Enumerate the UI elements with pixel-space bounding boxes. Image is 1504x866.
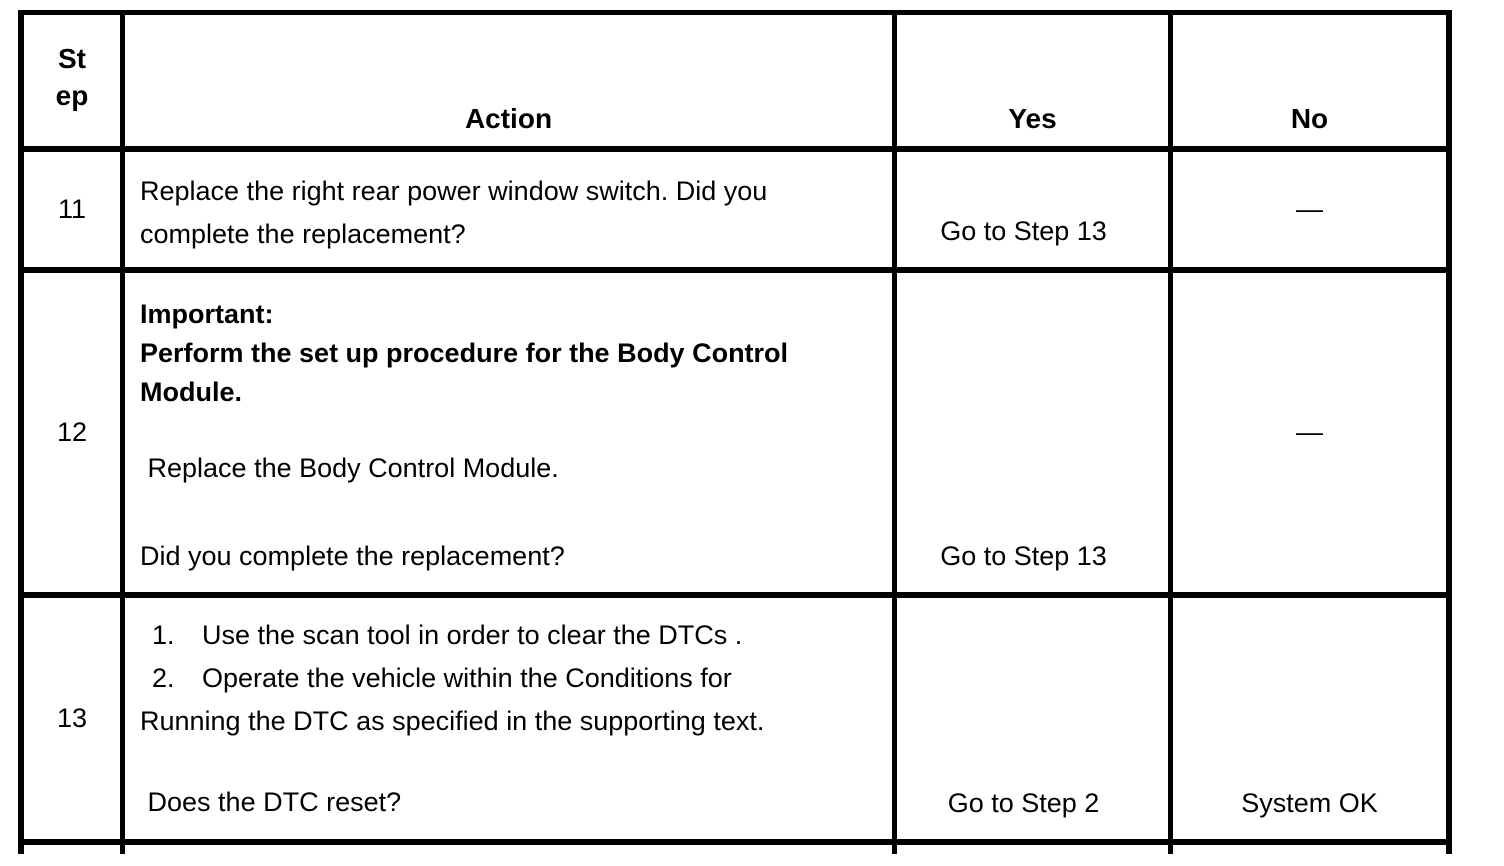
no-cell-11: — — [1173, 152, 1446, 273]
step-number-cell-11: 11 — [24, 152, 125, 273]
numbered-list-item: 1. Use the scan tool in order to clear th… — [140, 614, 882, 657]
action-cell-13: 1. Use the scan tool in order to clear th… — [125, 598, 897, 845]
question-text: Does the DTC reset? — [140, 787, 402, 817]
step-header-line1: St — [58, 42, 86, 74]
important-label: Important: — [140, 299, 274, 329]
blank-line — [140, 743, 882, 781]
action-text-line: Replace the right rear power window swit… — [140, 175, 768, 206]
action-header-label: Action — [464, 103, 553, 134]
column-header-step: St ep — [24, 15, 125, 152]
no-value-13: System OK — [1241, 788, 1378, 818]
list-item-text: Use the scan tool in order to clear the … — [202, 620, 743, 650]
step-number-12: 12 — [56, 417, 88, 447]
cutoff-row-cell — [125, 845, 897, 854]
blank-line — [140, 412, 882, 447]
list-item-number: 2. — [152, 663, 175, 693]
important-text-line: Module. — [140, 377, 242, 407]
list-item-number: 1. — [152, 620, 175, 650]
step-number-cell-13: 13 — [24, 598, 125, 845]
action-cell-12: Important: Perform the set up procedure … — [125, 273, 897, 598]
no-cell-12: — — [1173, 273, 1446, 598]
column-header-action: Action — [125, 15, 897, 152]
yes-value-12: Go to Step 13 — [940, 541, 1107, 571]
yes-value-13: Go to Step 2 — [947, 788, 1100, 818]
no-header-label: No — [1290, 103, 1329, 134]
yes-cell-12: Go to Step 13 — [897, 273, 1173, 598]
yes-value-11: Go to Step 13 — [940, 216, 1107, 246]
instruction-text: Replace the Body Control Module. — [140, 453, 559, 483]
numbered-list-item: 2. Operate the vehicle within the Conditi… — [140, 657, 882, 700]
cutoff-row-cell — [1173, 845, 1446, 854]
yes-cell-11: Go to Step 13 — [897, 152, 1173, 273]
yes-cell-13: Go to Step 2 — [897, 598, 1173, 845]
dtc-step-table: St ep Action Yes No 11 Replace the right… — [18, 10, 1452, 854]
step-number-11: 11 — [57, 194, 87, 224]
step-number-13: 13 — [56, 703, 88, 733]
yes-header-label: Yes — [1008, 103, 1057, 134]
question-text: Did you complete the replacement? — [140, 541, 565, 571]
action-text-line: complete the replacement? — [140, 218, 466, 249]
cutoff-row-cell — [897, 845, 1173, 854]
column-header-no: No — [1173, 15, 1446, 152]
step-number-cell-12: 12 — [24, 273, 125, 598]
list-item-text: Operate the vehicle within the Condition… — [202, 663, 732, 693]
blank-line — [140, 490, 882, 535]
column-header-yes: Yes — [897, 15, 1173, 152]
action-cell-11: Replace the right rear power window swit… — [125, 152, 897, 273]
no-cell-13: System OK — [1173, 598, 1446, 845]
list-continuation-text: Running the DTC as specified in the supp… — [140, 706, 765, 736]
cutoff-row-cell — [24, 845, 125, 854]
no-dash-11: — — [1296, 194, 1323, 224]
no-dash-12: — — [1296, 417, 1323, 447]
step-header-line2: ep — [55, 79, 89, 111]
important-text-line: Perform the set up procedure for the Bod… — [140, 338, 789, 368]
